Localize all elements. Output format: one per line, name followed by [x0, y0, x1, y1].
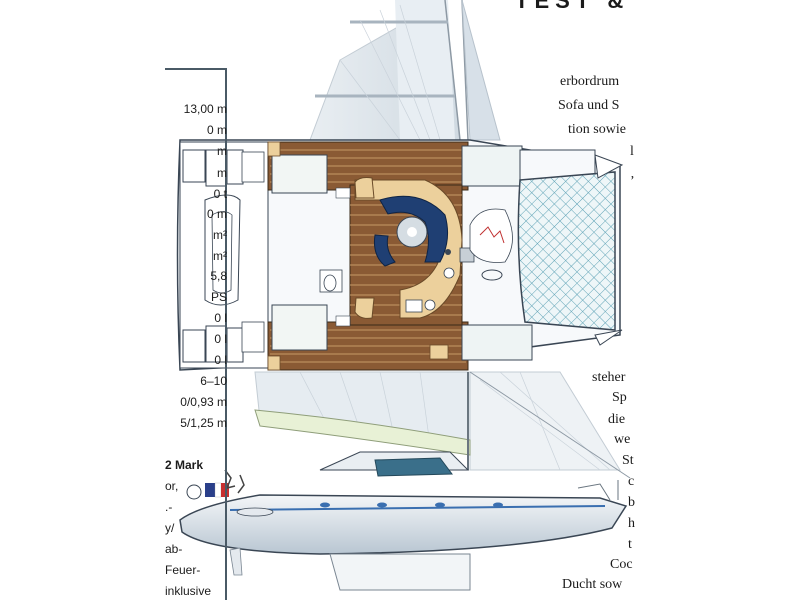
body-line: die	[608, 412, 626, 427]
body-line: Sp	[612, 390, 627, 405]
body-line: c	[628, 474, 635, 489]
spec-line: 0 t	[213, 187, 227, 201]
body-line: ’	[630, 174, 635, 189]
body-line: we	[614, 432, 631, 447]
spec-line: m²	[213, 228, 227, 242]
body-line: b	[628, 495, 635, 510]
body-line: steher	[592, 370, 626, 385]
spec-line: m²	[213, 249, 227, 263]
sidebar-text: 2 Mark or, .- y/ ab- Feuer- inklusive	[165, 455, 227, 602]
spec-table: 13,00 m 0 m m m 0 t 0 m m² m² 5,8 PS 0 l…	[165, 68, 227, 448]
spec-line: 0 l	[214, 311, 227, 325]
body-line: h	[628, 516, 635, 531]
spec-box-top-rule	[165, 68, 227, 70]
body-text-column: erbordrum Sofa und S tion sowie l ’ steh…	[552, 72, 637, 600]
spec-length: 13,00 m	[183, 102, 227, 116]
sidebar-line: .-	[165, 500, 173, 514]
sidebar-line: y/	[165, 521, 175, 535]
sidebar-line: Feuer-	[165, 563, 201, 577]
sidebar-heading: 2 Mark	[165, 458, 204, 472]
body-line: t	[628, 537, 632, 552]
spec-line: m	[217, 166, 227, 180]
body-line: l	[630, 144, 634, 159]
spec-line: 5/1,25 m	[180, 416, 227, 430]
spec-line: 0/0,93 m	[180, 395, 227, 409]
body-line: Coc	[610, 557, 633, 572]
side-profile	[179, 371, 631, 591]
body-line: St	[622, 453, 634, 468]
body-line: tion sowie	[568, 122, 626, 137]
spec-line: 0 m	[206, 123, 227, 137]
spec-box-border	[225, 68, 227, 600]
sidebar-line: inklusive	[165, 584, 212, 598]
mainsail-top	[309, 0, 501, 141]
spec-line: PS	[210, 290, 227, 304]
spec-line: 0 l	[214, 353, 227, 367]
spec-line: 6–10	[200, 374, 227, 388]
sidebar-line: or,	[165, 479, 179, 493]
spec-line: 5,8	[210, 269, 227, 283]
spec-line: 0 l	[214, 332, 227, 346]
sidebar-line: ab-	[165, 542, 183, 556]
deck-plan	[176, 139, 624, 371]
article-headline: TEST &	[515, 0, 630, 13]
spec-line: 0 m	[206, 207, 227, 221]
body-line: Sofa und S	[558, 98, 620, 113]
body-line: erbordrum	[560, 74, 620, 89]
body-line: Ducht sow	[562, 577, 623, 592]
spec-line: m	[217, 144, 227, 158]
